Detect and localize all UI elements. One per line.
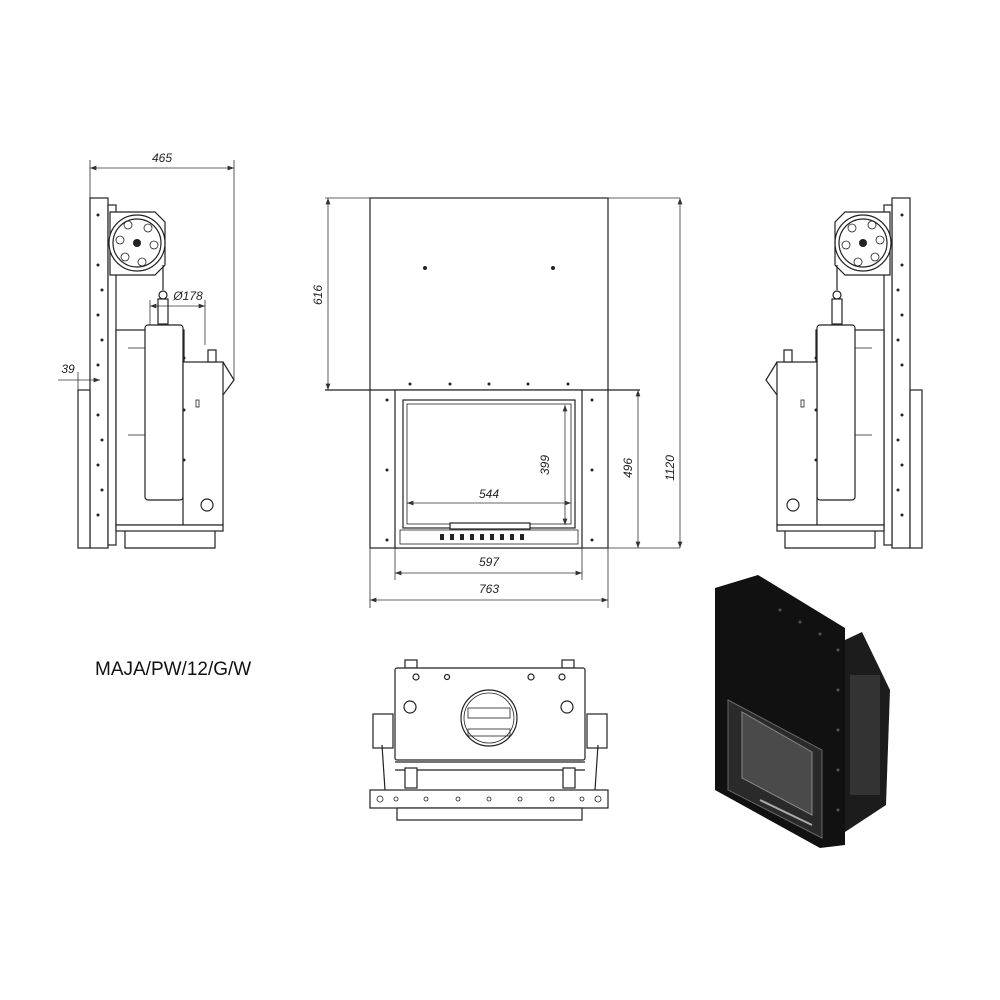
dim-616: 616 (311, 285, 325, 305)
dim-flue-diameter: Ø178 (172, 289, 203, 303)
dim-496: 496 (621, 458, 635, 478)
top-view (369, 659, 609, 821)
dim-39: 39 (61, 362, 75, 376)
right-side-view (765, 197, 923, 549)
model-label: MAJA/PW/12/G/W (95, 659, 251, 680)
dim-544: 544 (479, 487, 499, 501)
front-view: 616 1120 496 399 544 597 763 (311, 197, 683, 608)
isometric-render (715, 575, 890, 848)
dim-763: 763 (479, 582, 499, 596)
left-side-view: 465 Ø178 39 (58, 151, 235, 549)
dim-399: 399 (538, 455, 552, 475)
dim-597: 597 (479, 555, 500, 569)
dim-465: 465 (152, 151, 172, 165)
dim-1120: 1120 (663, 455, 677, 481)
